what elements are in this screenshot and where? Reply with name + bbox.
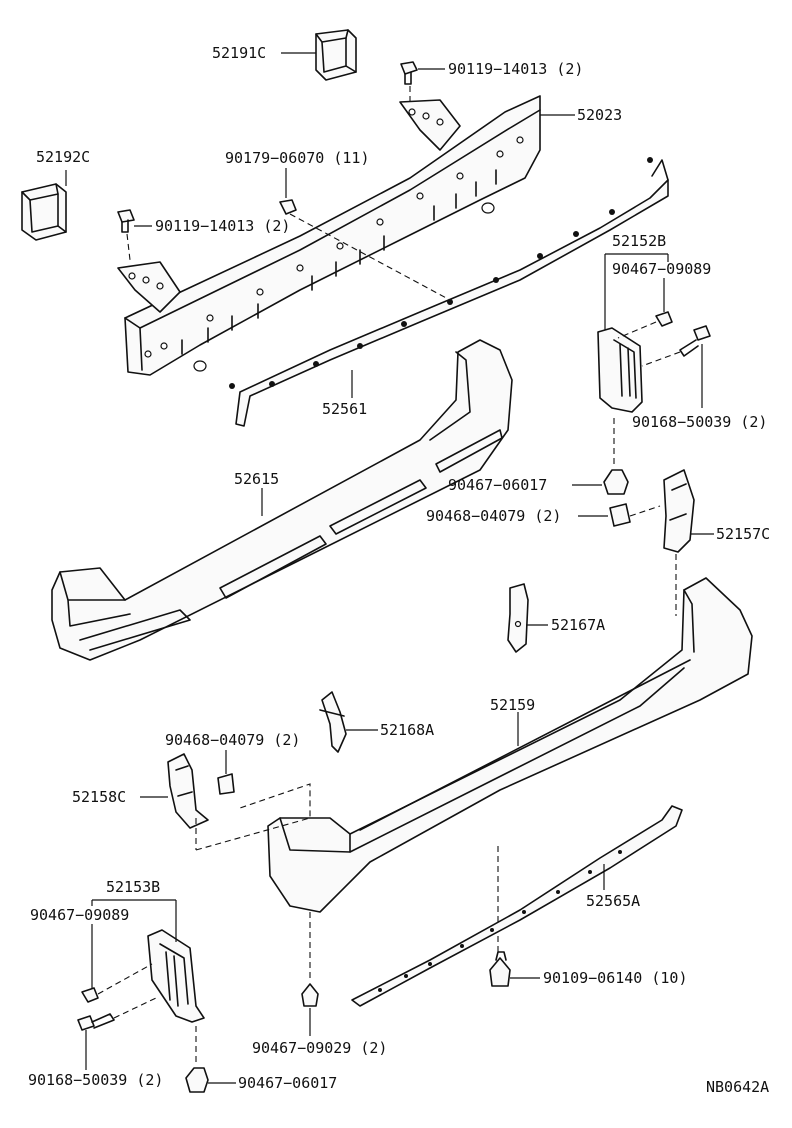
label-90168-left: 90168−50039 (2) <box>28 1071 163 1089</box>
bracket-52153b <box>147 929 205 1023</box>
label-52157c: 52157C <box>716 525 770 543</box>
screw-90109 <box>489 951 511 987</box>
label-52561: 52561 <box>322 400 367 418</box>
label-52565a: 52565A <box>586 892 640 910</box>
clip-90467-09089-right <box>655 311 673 327</box>
clip-90467-09029 <box>301 983 319 1007</box>
pad-52191c <box>315 29 357 81</box>
label-90467-09089-right: 90467−09089 <box>612 260 711 278</box>
reinforcement-52023 <box>117 95 541 376</box>
guide-clip-right <box>617 321 657 339</box>
screw-90168-right <box>679 325 711 357</box>
label-90119-left: 90119−14013 (2) <box>155 217 290 235</box>
bracket-52157c <box>663 469 695 553</box>
bracket-52168a <box>319 691 347 753</box>
label-90168-right: 90168−50039 (2) <box>632 413 767 431</box>
guide-nut-90468-right <box>629 505 661 517</box>
label-90467-09029: 90467−09029 (2) <box>252 1039 387 1057</box>
clip-90467-09089-left <box>81 987 99 1003</box>
bolt-90119-top <box>400 61 418 85</box>
label-52191c: 52191C <box>212 44 266 62</box>
retainer-52565a <box>351 805 683 1007</box>
guide-screw-right <box>641 351 681 367</box>
nut-90179 <box>279 199 297 215</box>
bumper-cover-52615 <box>51 339 513 661</box>
guide-90119-left <box>126 233 131 261</box>
label-52158c: 52158C <box>72 788 126 806</box>
label-90467-06017-left: 90467−06017 <box>238 1074 337 1092</box>
clip-90467-06017-right <box>603 469 629 495</box>
guide-52158c <box>195 783 311 851</box>
label-90467-09089-left: 90467−09089 <box>30 906 129 924</box>
label-90119-top: 90119−14013 (2) <box>448 60 583 78</box>
bolt-90119-left <box>117 209 135 233</box>
label-52167a: 52167A <box>551 616 605 634</box>
nut-90468-right <box>609 503 631 527</box>
pad-52192c <box>21 183 67 241</box>
guide-screw-left <box>113 997 157 1019</box>
bracket-52152b <box>597 327 643 413</box>
label-90179: 90179−06070 (11) <box>225 149 370 167</box>
label-52168a: 52168A <box>380 721 434 739</box>
label-90109: 90109−06140 (10) <box>543 969 688 987</box>
label-90468-left: 90468−04079 (2) <box>165 731 300 749</box>
label-52023: 52023 <box>577 106 622 124</box>
drawing-code: NB0642A <box>706 1078 769 1096</box>
clip-90467-06017-left <box>185 1067 209 1093</box>
label-90467-06017-right: 90467−06017 <box>448 476 547 494</box>
screw-90168-left <box>77 1013 115 1031</box>
label-90468-right: 90468−04079 (2) <box>426 507 561 525</box>
nut-90468-left <box>217 773 235 795</box>
guide-clip-left <box>97 963 153 995</box>
label-52615: 52615 <box>234 470 279 488</box>
label-52159: 52159 <box>490 696 535 714</box>
label-52152b: 52152B <box>612 232 666 250</box>
guide-90179 <box>289 213 451 301</box>
bracket-52158c <box>167 753 209 829</box>
label-52153b: 52153B <box>106 878 160 896</box>
label-52192c: 52192C <box>36 148 90 166</box>
bumper-cover-52159 <box>267 577 753 913</box>
bracket-52167a <box>507 583 529 653</box>
retainer-52561 <box>229 157 669 427</box>
